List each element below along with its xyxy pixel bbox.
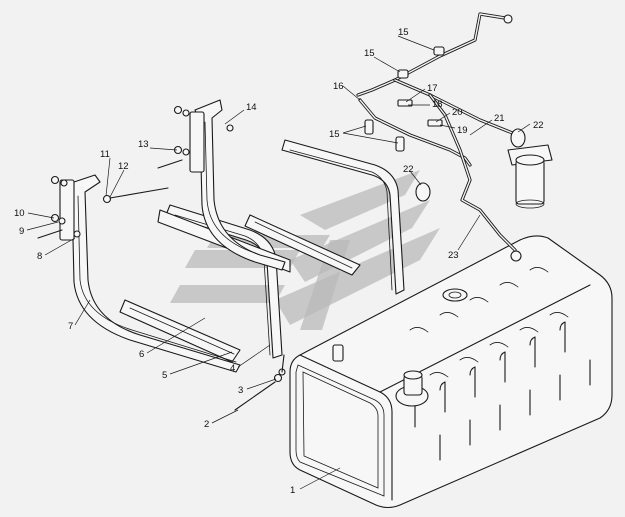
callout-15-lower: 15 xyxy=(329,129,340,140)
callout-2: 2 xyxy=(204,419,209,430)
callout-23: 23 xyxy=(448,250,459,261)
callout-11: 11 xyxy=(100,149,110,160)
bolts-front xyxy=(37,175,169,239)
callout-22-filter: 22 xyxy=(533,120,544,131)
callout-21: 21 xyxy=(494,113,505,124)
callout-9: 9 xyxy=(19,226,24,237)
pipe-clips xyxy=(364,46,445,152)
callout-8: 8 xyxy=(37,251,42,262)
grommet-22 xyxy=(415,182,431,202)
callout-6: 6 xyxy=(139,349,144,360)
callout-3: 3 xyxy=(238,385,243,396)
callout-4: 4 xyxy=(230,363,235,374)
callout-5: 5 xyxy=(162,370,167,381)
callout-10: 10 xyxy=(14,208,25,219)
callouts: 1 2 3 4 5 6 7 8 9 10 11 12 13 14 15 15 1… xyxy=(14,27,544,496)
callout-1: 1 xyxy=(290,485,295,496)
tank-bracket-front xyxy=(59,174,241,373)
tank-strap-rear xyxy=(244,139,405,295)
callout-18: 18 xyxy=(432,99,443,110)
callout-20: 20 xyxy=(452,107,463,118)
callout-7: 7 xyxy=(68,321,73,332)
bolts-rear xyxy=(157,105,234,169)
filler-cap xyxy=(395,370,429,407)
tank-bracket-rear xyxy=(189,99,286,271)
callout-12: 12 xyxy=(118,161,129,172)
callout-15-middle: 15 xyxy=(364,48,375,59)
fuel-filter xyxy=(507,128,553,209)
callout-17: 17 xyxy=(427,83,438,94)
fuel-lines xyxy=(356,12,517,252)
callout-13: 13 xyxy=(138,139,149,150)
leader-lines xyxy=(26,35,531,490)
callout-19: 19 xyxy=(457,125,468,136)
callout-16: 16 xyxy=(333,81,344,92)
callout-22-grommet: 22 xyxy=(403,164,414,175)
callout-14: 14 xyxy=(246,102,257,113)
strap-bolt-2-3 xyxy=(234,354,286,411)
fuel-tank xyxy=(289,235,613,509)
callout-15-top: 15 xyxy=(398,27,409,38)
